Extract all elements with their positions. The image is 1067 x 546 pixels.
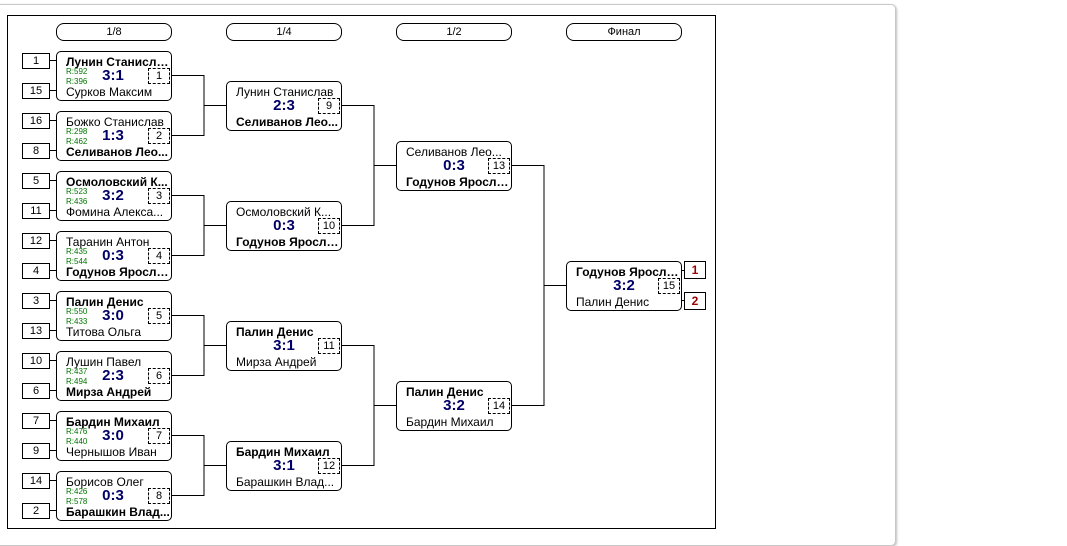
player-top-rating: R:523 — [66, 187, 88, 196]
player-top-rating: R:476 — [66, 427, 88, 436]
match-score: 3:1 — [273, 457, 295, 474]
seed-number: 15 — [22, 83, 50, 99]
match-number: 10 — [318, 218, 340, 234]
player-bottom-name: Фомина Алекса... — [66, 205, 164, 219]
player-top-rating: R:426 — [66, 487, 88, 496]
match-number: 5 — [148, 308, 170, 324]
seed-number: 9 — [22, 443, 50, 459]
player-bottom-name: Титова Ольга — [66, 325, 142, 339]
player-bottom-name: Годунов Ярослав — [406, 175, 510, 189]
player-top-rating: R:437 — [66, 367, 88, 376]
match-number: 11 — [318, 338, 340, 354]
player-bottom-rating: R:440 — [66, 437, 88, 446]
round-header-r16: 1/8 — [56, 23, 172, 41]
match-number: 2 — [148, 128, 170, 144]
player-bottom-name: Селиванов Лео... — [236, 115, 338, 129]
seed-number: 13 — [22, 323, 50, 339]
player-bottom-rating: R:436 — [66, 197, 88, 206]
match-score: 3:2 — [443, 397, 465, 414]
match-score: 0:3 — [273, 217, 295, 234]
player-bottom-name: Барашкин Влад... — [66, 505, 170, 519]
player-bottom-rating: R:462 — [66, 137, 88, 146]
match-score: 3:1 — [273, 337, 295, 354]
match-number: 1 — [148, 68, 170, 84]
player-bottom-name: Бардин Михаил — [406, 415, 494, 429]
match-score: 3:0 — [102, 427, 124, 444]
match-score: 0:3 — [443, 157, 465, 174]
player-bottom-rating: R:396 — [66, 77, 88, 86]
seed-number: 1 — [22, 53, 50, 69]
second-place-badge: 2 — [684, 292, 706, 310]
match-score: 0:3 — [102, 247, 124, 264]
seed-number: 5 — [22, 173, 50, 189]
seed-number: 16 — [22, 113, 50, 129]
player-bottom-rating: R:578 — [66, 497, 88, 506]
match-number: 9 — [318, 98, 340, 114]
player-bottom-name: Сурков Максим — [66, 85, 153, 99]
match-score: 1:3 — [102, 127, 124, 144]
player-top-rating: R:592 — [66, 67, 88, 76]
match-score: 3:2 — [102, 187, 124, 204]
seed-number: 11 — [22, 203, 50, 219]
match-number: 14 — [488, 398, 510, 414]
seed-number: 14 — [22, 473, 50, 489]
player-bottom-name: Барашкин Влад... — [236, 475, 335, 489]
match-score: 2:3 — [273, 97, 295, 114]
match-score: 3:2 — [613, 277, 635, 294]
round-header-sf: 1/2 — [396, 23, 512, 41]
round-header-qf: 1/4 — [226, 23, 342, 41]
match-number: 6 — [148, 368, 170, 384]
bracket-connectors — [48, 60, 684, 511]
seed-number: 8 — [22, 143, 50, 159]
player-top-rating: R:550 — [66, 307, 88, 316]
player-bottom-name: Годунов Ярослав — [236, 235, 340, 249]
seed-number: 6 — [22, 383, 50, 399]
match-number: 3 — [148, 188, 170, 204]
seed-number: 3 — [22, 293, 50, 309]
seed-number: 7 — [22, 413, 50, 429]
player-top-rating: R:298 — [66, 127, 88, 136]
match-number: 15 — [658, 278, 680, 294]
seed-number: 2 — [22, 503, 50, 519]
player-bottom-name: Чернышов Иван — [66, 445, 157, 459]
player-bottom-name: Селиванов Лео... — [66, 145, 168, 159]
player-bottom-name: Палин Денис — [576, 295, 650, 309]
first-place-badge: 1 — [684, 261, 706, 279]
match-score: 3:0 — [102, 307, 124, 324]
seed-number: 12 — [22, 233, 50, 249]
player-bottom-rating: R:494 — [66, 377, 88, 386]
match-number: 7 — [148, 428, 170, 444]
player-bottom-name: Мирза Андрей — [236, 355, 317, 369]
match-number: 4 — [148, 248, 170, 264]
match-score: 3:1 — [102, 67, 124, 84]
player-bottom-name: Мирза Андрей — [66, 385, 152, 399]
match-score: 0:3 — [102, 487, 124, 504]
round-header-final: Финал — [566, 23, 682, 41]
seed-number: 4 — [22, 263, 50, 279]
player-bottom-name: Годунов Ярослав — [66, 265, 170, 279]
player-bottom-rating: R:544 — [66, 257, 88, 266]
match-score: 2:3 — [102, 367, 124, 384]
match-number: 13 — [488, 158, 510, 174]
player-top-rating: R:435 — [66, 247, 88, 256]
seed-number: 10 — [22, 353, 50, 369]
player-bottom-rating: R:433 — [66, 317, 88, 326]
match-number: 8 — [148, 488, 170, 504]
match-number: 12 — [318, 458, 340, 474]
